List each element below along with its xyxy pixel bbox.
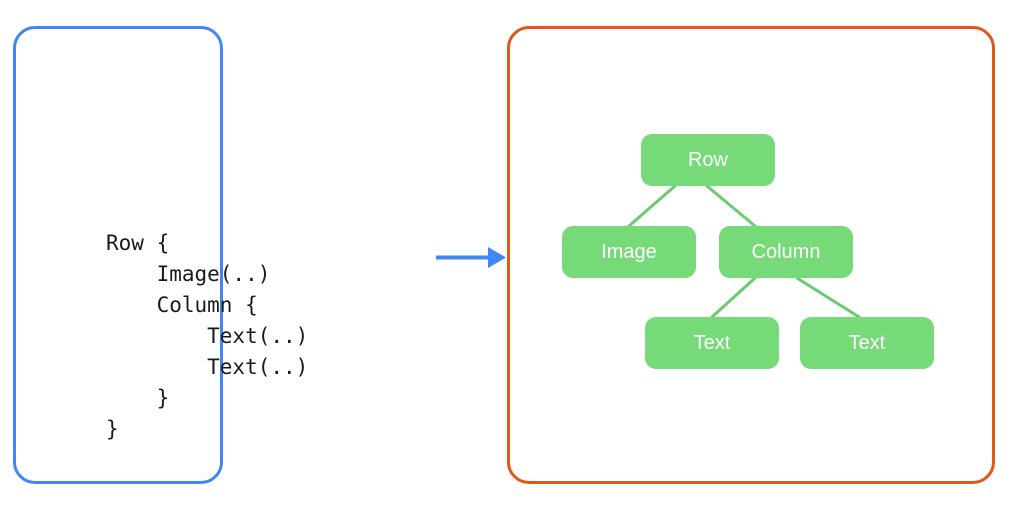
tree-node-row[interactable]: Row [641, 134, 775, 186]
transform-arrow-head [488, 247, 506, 268]
transform-arrow [436, 247, 506, 268]
tree-node-text-1[interactable]: Text [645, 317, 779, 369]
tree-node-text-2[interactable]: Text [800, 317, 934, 369]
tree-node-column[interactable]: Column [719, 226, 853, 278]
tree-node-image[interactable]: Image [562, 226, 696, 278]
composable-code-text: Row { Image(..) Column { Text(..) Text(.… [106, 231, 309, 441]
composable-code-panel: Row { Image(..) Column { Text(..) Text(.… [13, 26, 308, 484]
